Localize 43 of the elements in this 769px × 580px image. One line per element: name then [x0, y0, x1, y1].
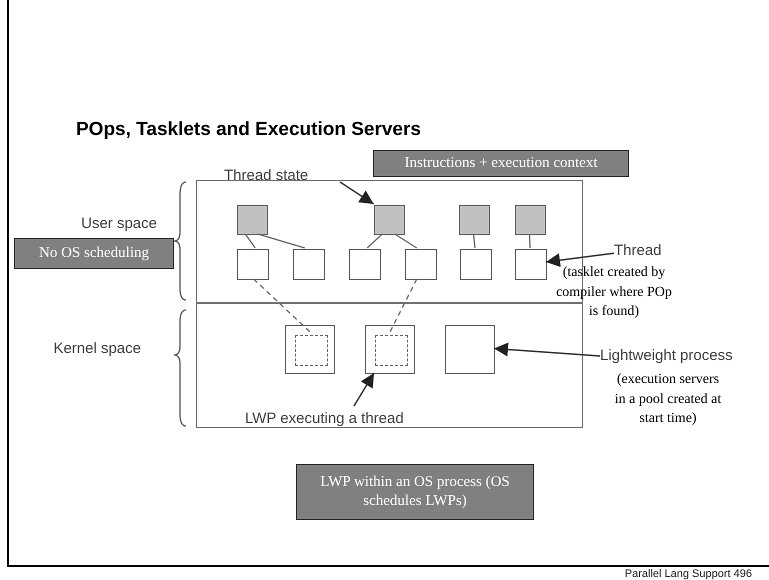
thread-in-process-box — [375, 335, 408, 366]
lightweight-process-box — [285, 325, 335, 374]
thread-box — [460, 249, 492, 280]
callout-box — [14, 238, 174, 269]
callout-text: No OS scheduling — [38, 244, 150, 263]
connector-line — [366, 234, 383, 248]
region-label: User space — [80, 214, 157, 234]
page-footer: Parallel Lang Support 496 — [600, 566, 752, 580]
annotation-text: Thread — [614, 240, 662, 261]
thread-box — [349, 249, 381, 280]
arrow — [353, 372, 375, 406]
annotation-note: (tasklet created by compiler where POp is found) — [556, 264, 672, 322]
thread-box — [237, 249, 269, 280]
connector-line — [394, 233, 418, 249]
annotation-text: LWP executing a thread — [245, 408, 404, 429]
callout-text: LWP within an OS process (OS schedules LWPs) — [319, 472, 511, 511]
thread-state-box — [515, 205, 546, 235]
connector-line — [244, 234, 256, 248]
connector-line — [472, 234, 476, 248]
slide-title: POps, Tasklets and Execution Servers — [76, 118, 421, 142]
callout-text: Instructions + execution context — [404, 154, 598, 173]
connector-line — [388, 278, 418, 334]
connector-line — [258, 233, 305, 249]
annotation-note: (execution servers in a pool created at start time) — [614, 371, 722, 428]
connector-line — [253, 278, 312, 334]
arrow — [546, 252, 614, 268]
callout-box — [373, 150, 629, 177]
lightweight-process-box — [445, 325, 495, 374]
thread-box — [405, 249, 437, 280]
thread-in-process-box — [295, 335, 328, 366]
annotation-text: Lightweight process — [600, 346, 733, 366]
arrow — [494, 342, 600, 357]
thread-state-box — [237, 205, 268, 235]
thread-box — [515, 249, 547, 280]
thread-box — [293, 249, 325, 280]
annotation-text: Thread state — [224, 166, 308, 186]
thread-state-box — [459, 205, 490, 235]
lightweight-process-box — [365, 325, 415, 374]
callout-box — [296, 464, 534, 520]
region-label: Kernel space — [52, 339, 141, 359]
thread-state-box — [374, 205, 405, 235]
connector-line — [528, 234, 531, 248]
arrow — [340, 181, 374, 205]
